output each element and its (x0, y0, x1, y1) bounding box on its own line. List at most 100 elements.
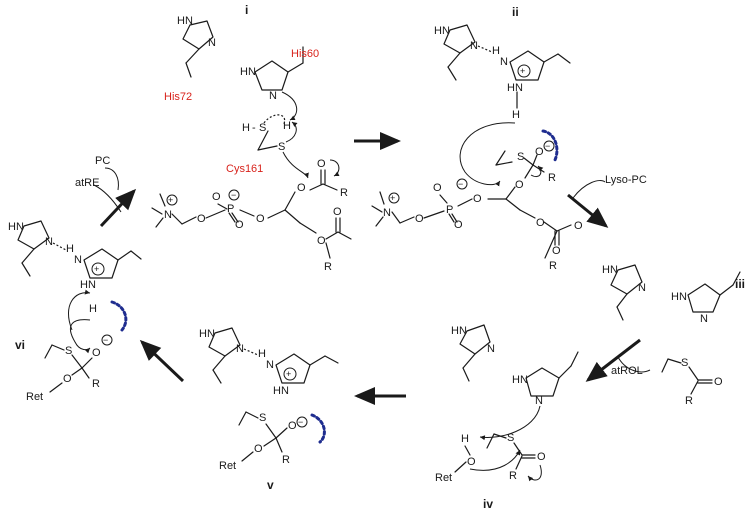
svg-text:O: O (63, 373, 72, 385)
svg-text:O: O (515, 179, 524, 191)
svg-text:P: P (227, 203, 234, 215)
svg-text:O: O (297, 182, 306, 194)
svg-text:−: − (545, 141, 550, 151)
svg-text:H: H (492, 45, 500, 57)
svg-text:H: H (89, 303, 97, 315)
svg-text:O: O (714, 376, 723, 388)
svg-text:O: O (256, 213, 265, 225)
svg-text:+: + (390, 193, 395, 203)
svg-text:N: N (535, 395, 543, 407)
arrow-v-to-vi (139, 339, 185, 383)
stage-iii-thioester: S O R (661, 357, 723, 407)
svg-text:N: N (236, 343, 244, 355)
svg-text:−: − (231, 190, 236, 200)
svg-text:O: O (235, 219, 244, 231)
svg-text:HN: HN (602, 264, 618, 276)
svg-text:O: O (535, 146, 544, 158)
svg-text:S: S (65, 345, 72, 357)
svg-text:+: + (286, 369, 291, 379)
svg-text:S: S (681, 357, 688, 369)
svg-text:HN: HN (199, 328, 215, 340)
stage-i-phosphatidylcholine: O O R O O R O P − O O O N + (151, 158, 352, 273)
svg-text:+: + (94, 264, 99, 274)
svg-text:HN: HN (177, 15, 193, 27)
svg-text:HN: HN (512, 374, 528, 386)
stage-i-his72: HN N (177, 15, 216, 78)
svg-text:HN: HN (451, 325, 467, 337)
svg-text:O: O (552, 245, 561, 257)
svg-text:O: O (433, 182, 442, 194)
svg-text:O: O (92, 347, 101, 359)
svg-text:P: P (446, 204, 453, 216)
stage-label-iii: iii (735, 277, 745, 291)
svg-text:O: O (536, 217, 545, 229)
svg-text:Ret: Ret (26, 391, 43, 403)
svg-text:HN: HN (8, 221, 24, 233)
svg-text:N: N (266, 359, 274, 371)
stage-v-his-pair: HN N H N + HN (199, 327, 339, 397)
svg-text:HN: HN (80, 279, 96, 291)
svg-text:HN: HN (434, 25, 450, 37)
svg-text:N: N (383, 207, 391, 219)
svg-text:R: R (509, 470, 517, 482)
svg-text:O: O (254, 443, 263, 455)
reaction-arrows (93, 132, 651, 405)
svg-text:+: + (168, 195, 173, 205)
svg-text:O: O (574, 220, 583, 232)
svg-text:O: O (333, 206, 342, 218)
svg-text:N: N (164, 209, 172, 221)
svg-text:R: R (549, 260, 557, 272)
svg-text:−: − (458, 179, 463, 189)
svg-text:O: O (454, 219, 463, 231)
svg-text:H: H (283, 120, 291, 132)
svg-text:H: H (66, 243, 74, 255)
stage-label-v: v (267, 478, 274, 492)
svg-text:O: O (467, 456, 476, 468)
his72-label: His72 (164, 91, 192, 103)
svg-text:H: H (242, 122, 250, 134)
svg-text:HN: HN (240, 66, 256, 78)
arrow-ii-to-iii (567, 193, 609, 228)
svg-text:O: O (212, 191, 221, 203)
svg-text:HN: HN (273, 385, 289, 397)
stage-v-tetrahedral-intermediate: S O − R O Ret (219, 411, 326, 472)
stage-label-i: i (245, 3, 248, 17)
arrow-vi-to-i (99, 188, 137, 228)
svg-text:S: S (517, 151, 524, 163)
svg-text:R: R (340, 187, 348, 199)
stage-iv-alcohol-thioester: H O Ret S O R (435, 432, 546, 484)
atre-release-curve (93, 184, 122, 213)
svg-text:H: H (512, 109, 520, 121)
svg-text:+: + (520, 66, 525, 76)
svg-text:O: O (317, 235, 326, 247)
svg-text:H: H (258, 348, 266, 360)
svg-text:N: N (45, 236, 53, 248)
svg-text:O: O (415, 213, 424, 225)
stage-iv-his-base: HN N (479, 351, 579, 441)
svg-text:O: O (537, 451, 546, 463)
arrow-iii-to-iv (585, 338, 641, 382)
svg-text:N: N (208, 37, 216, 49)
stage-i-his60: HN N (240, 46, 304, 121)
stage-iv-his-free: HN N (451, 324, 495, 382)
svg-text:N: N (700, 313, 708, 325)
svg-text:S: S (259, 122, 266, 134)
stage-i-cys161: H - S H S (242, 114, 309, 179)
reagent-atre: atRE (75, 177, 99, 189)
svg-text:N: N (470, 40, 478, 52)
his60-label: His60 (291, 48, 319, 60)
svg-text:N: N (487, 343, 495, 355)
svg-text:O: O (473, 193, 482, 205)
stage-ii-his-pair: HN N H N + HN H (434, 24, 571, 121)
svg-text:R: R (324, 261, 332, 273)
atrol-entry-curve (617, 356, 651, 373)
svg-text:O: O (317, 158, 326, 170)
svg-text:R: R (282, 454, 290, 466)
svg-text:Ret: Ret (435, 472, 452, 484)
stage-iii-his-a: HN N (602, 264, 646, 321)
svg-text:R: R (92, 378, 100, 390)
pc-entry-curve (104, 167, 119, 191)
svg-text:N: N (74, 254, 82, 266)
cys161-label: Cys161 (226, 163, 263, 175)
